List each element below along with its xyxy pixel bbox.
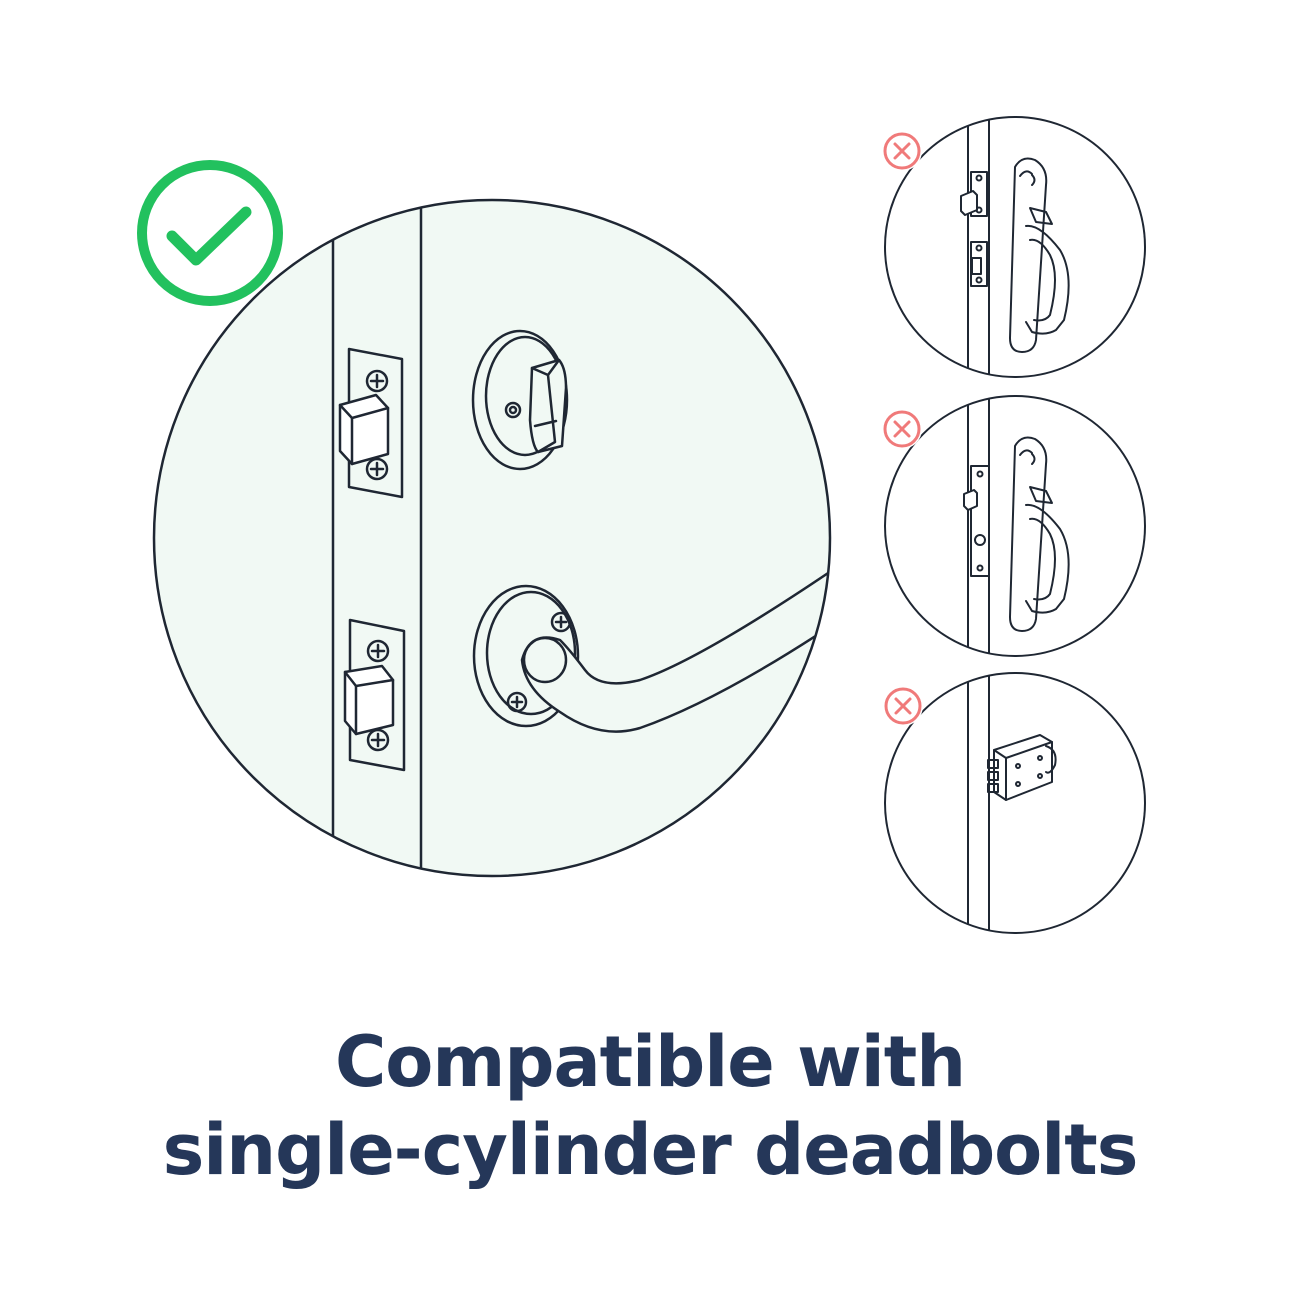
deadbolt-thumbturn [471, 329, 569, 471]
check-circle-icon [137, 160, 283, 306]
caption-line-1: Compatible with [334, 1021, 966, 1103]
latch-strike-plate [343, 618, 406, 772]
caption-line-2: single-cylinder deadbolts [162, 1109, 1139, 1191]
incompatible-handle-set-panel [884, 116, 1146, 378]
x-circle-icon [882, 131, 922, 171]
door-lever [472, 563, 830, 733]
compatibility-caption: Compatible with single-cylinder deadbolt… [0, 1018, 1300, 1194]
door-edge [331, 200, 423, 876]
compatible-deadbolt-panel [152, 198, 832, 878]
incompatible-rim-lock-panel [884, 672, 1146, 934]
x-circle-icon [883, 686, 923, 726]
deadbolt-strike-plate [338, 347, 404, 499]
x-circle-icon [882, 409, 922, 449]
incompatible-mortise-panel [884, 395, 1146, 657]
